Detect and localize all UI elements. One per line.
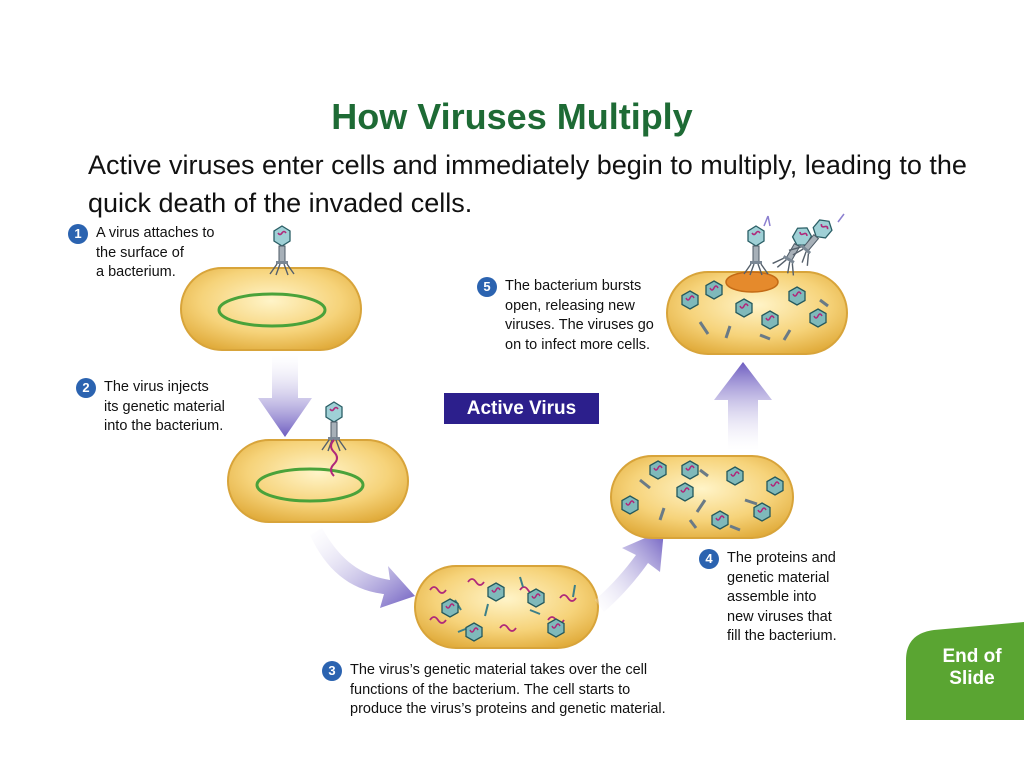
step-number: 1 <box>68 224 88 244</box>
step-number: 5 <box>477 277 497 297</box>
bacterium-cell-5 <box>666 212 848 355</box>
active-virus-badge: Active Virus <box>444 393 599 424</box>
step-number: 2 <box>76 378 96 398</box>
step-text: The virus injects its genetic material i… <box>104 379 225 434</box>
end-of-slide-label: End of Slide <box>942 646 1002 689</box>
step-number: 4 <box>699 549 719 569</box>
step-4: 4 The proteins and genetic material asse… <box>699 549 837 647</box>
arrow-down-icon <box>258 355 312 437</box>
bacterium-cell-4 <box>610 455 794 539</box>
bacterium-cell-3 <box>414 565 599 649</box>
end-of-slide-button[interactable]: End of Slide <box>906 620 1024 720</box>
step-number: 3 <box>322 661 342 681</box>
slide-title: How Viruses Multiply <box>331 96 693 137</box>
step-text: The virus’s genetic material takes over … <box>350 662 666 717</box>
step-2: 2 The virus injects its genetic material… <box>76 378 225 437</box>
end-tab-shape <box>906 622 1024 720</box>
arrow-up-right-icon <box>595 530 664 612</box>
slide-subtitle: Active viruses enter cells and immediate… <box>88 150 967 218</box>
bacterium-cell-2 <box>227 401 409 523</box>
virus-icon <box>743 225 769 276</box>
arrow-up-icon <box>714 362 772 450</box>
bacterium-cell-1 <box>180 225 362 351</box>
arrow-curve-icon <box>310 528 415 608</box>
step-5: 5 The bacterium bursts open, releasing n… <box>477 277 654 355</box>
step-text: A virus attaches to the surface of a bac… <box>96 225 215 280</box>
step-3: 3 The virus’s genetic material takes ove… <box>322 661 666 720</box>
step-1: 1 A virus attaches to the surface of a b… <box>68 224 215 283</box>
step-text: The proteins and genetic material assemb… <box>727 550 837 644</box>
step-text: The bacterium bursts open, releasing new… <box>505 278 654 353</box>
